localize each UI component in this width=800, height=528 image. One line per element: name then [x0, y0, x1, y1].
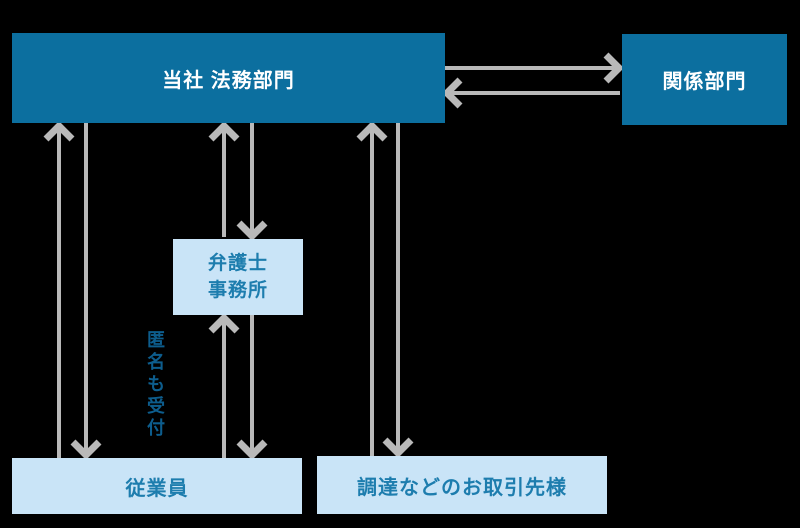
node-law-firm: 弁護士 事務所 — [173, 239, 303, 315]
node-suppliers: 調達などのお取引先様 — [317, 456, 607, 514]
arrow-legal-to-lawfirm — [236, 123, 268, 241]
arrow-legal-to-related — [445, 52, 624, 84]
node-law-firm-label-line2: 事務所 — [207, 280, 268, 301]
arrow-employees-to-lawfirm — [208, 313, 240, 458]
anonymous-note: 匿名も受付 — [145, 330, 165, 440]
node-employees: 従業員 — [12, 458, 302, 514]
arrow-related-to-legal — [442, 77, 620, 109]
node-suppliers-label: 調達などのお取引先様 — [357, 476, 567, 499]
arrow-legal-to-employees — [70, 123, 102, 460]
arrow-legal-to-suppliers — [382, 123, 414, 458]
node-employees-label: 従業員 — [125, 477, 189, 500]
node-related-departments: 関係部門 — [622, 34, 787, 125]
arrow-lawfirm-to-employees — [236, 315, 268, 460]
node-legal-department-label: 当社 法務部門 — [162, 69, 295, 92]
node-legal-department: 当社 法務部門 — [12, 33, 445, 123]
arrow-suppliers-to-legal — [356, 121, 388, 456]
node-law-firm-label-line1: 弁護士 — [207, 253, 268, 274]
arrow-lawfirm-to-legal — [208, 121, 240, 237]
arrow-employees-to-legal — [43, 121, 75, 458]
node-related-departments-label: 関係部門 — [662, 71, 747, 93]
